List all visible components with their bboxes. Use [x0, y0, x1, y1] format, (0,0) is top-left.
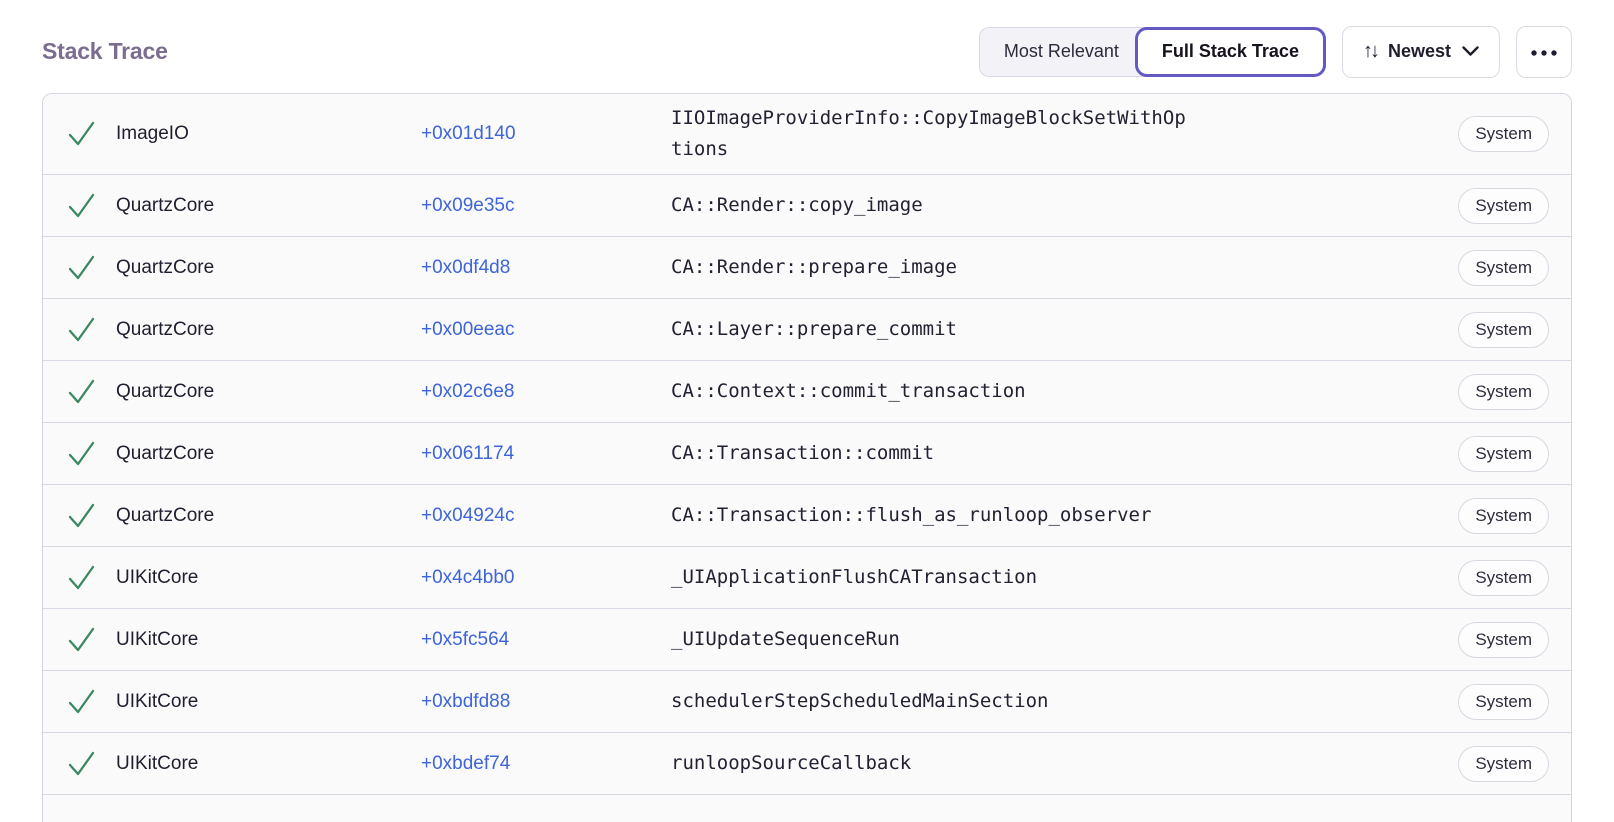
stack-trace-header: Stack Trace Most Relevant Full Stack Tra… [0, 0, 1614, 93]
frame-function: _UIApplicationFlushCATransaction [671, 566, 1038, 588]
frame-module: UIKitCore [116, 752, 199, 774]
check-icon [67, 254, 101, 282]
full-stack-trace-tab[interactable]: Full Stack Trace [1134, 26, 1326, 77]
frame-offset-link[interactable]: +0x01d140 [421, 123, 516, 144]
check-icon [67, 688, 101, 716]
check-icon [67, 626, 101, 654]
system-badge: System [1458, 116, 1549, 152]
chevron-down-icon [1462, 46, 1479, 57]
frame-module: QuartzCore [116, 442, 215, 464]
page-title: Stack Trace [42, 38, 168, 64]
frame-function: CA::Render::copy_image [671, 194, 923, 216]
check-icon [67, 316, 101, 344]
system-badge: System [1458, 187, 1549, 224]
view-toggle: Most Relevant Full Stack Trace [978, 26, 1326, 77]
sort-button-label: Newest [1387, 41, 1451, 61]
check-icon [67, 502, 101, 530]
frame-function: CA::Transaction::commit [671, 442, 935, 464]
sort-arrows-icon: ↑↓ [1362, 40, 1380, 62]
frame-offset-link[interactable]: +0x5fc564 [421, 628, 510, 650]
frame-module: ImageIO [116, 123, 189, 144]
check-icon [67, 564, 101, 592]
sort-newest-button[interactable]: ↑↓ Newest [1341, 25, 1500, 78]
frame-module: UIKitCore [116, 566, 199, 588]
stack-frame-row[interactable]: QuartzCore +0x0df4d8 CA::Render::prepare… [43, 237, 1571, 299]
stack-frame-row[interactable]: QuartzCore +0x061174 CA::Transaction::co… [43, 423, 1571, 485]
system-badge: System [1458, 683, 1549, 720]
stack-frame-row[interactable]: QuartzCore +0x02c6e8 CA::Context::commit… [43, 361, 1571, 423]
most-relevant-tab[interactable]: Most Relevant [978, 26, 1145, 77]
system-badge: System [1458, 621, 1549, 658]
frame-module: QuartzCore [116, 256, 215, 278]
frame-offset-link[interactable]: +0x4c4bb0 [421, 566, 515, 588]
frame-module: QuartzCore [116, 504, 215, 526]
frame-offset-link[interactable]: +0xbdef74 [421, 752, 511, 774]
check-icon [67, 192, 101, 220]
header-controls: Most Relevant Full Stack Trace ↑↓ Newest [978, 25, 1572, 78]
frame-module: UIKitCore [116, 628, 199, 650]
stack-frame-row[interactable]: QuartzCore +0x04924c CA::Transaction::fl… [43, 485, 1571, 547]
frame-function: _UIUpdateSequenceRun [671, 628, 900, 650]
stack-frame-row[interactable]: UIKitCore +0xbdef74 runloopSourceCallbac… [43, 733, 1571, 795]
system-badge: System [1458, 249, 1549, 286]
frame-function: CA::Transaction::flush_as_runloop_observ… [671, 504, 1152, 526]
frame-module: QuartzCore [116, 194, 215, 216]
stack-frame-row[interactable]: UIKitCore +0x4c4bb0 _UIApplicationFlushC… [43, 547, 1571, 609]
stack-frame-row[interactable]: UIKitCore +0x5fc564 _UIUpdateSequenceRun… [43, 609, 1571, 671]
frame-offset-link[interactable]: +0x02c6e8 [421, 380, 515, 402]
frame-offset-link[interactable]: +0x09e35c [421, 194, 515, 216]
check-icon [67, 440, 101, 468]
stack-frame-row[interactable]: QuartzCore +0x00eeac CA::Layer::prepare_… [43, 299, 1571, 361]
check-icon [67, 378, 101, 406]
frame-module: QuartzCore [116, 380, 215, 402]
frame-function: CA::Layer::prepare_commit [671, 318, 957, 340]
frame-offset-link[interactable]: +0x04924c [421, 504, 515, 526]
stack-frame-row[interactable]: UIKitCore +0xbdfd88 schedulerStepSchedul… [43, 671, 1571, 733]
stack-frame-row[interactable]: ImageIO +0x01d140 IIOImageProviderInfo::… [43, 94, 1571, 175]
check-icon [67, 750, 101, 778]
frame-function: CA::Context::commit_transaction [671, 380, 1026, 402]
frame-offset-link[interactable]: +0x061174 [421, 442, 515, 464]
system-badge: System [1458, 373, 1549, 410]
frame-module: UIKitCore [116, 690, 199, 712]
frame-offset-link[interactable]: +0xbdfd88 [421, 690, 511, 712]
frame-function: CA::Render::prepare_image [671, 256, 957, 278]
frame-module: QuartzCore [116, 318, 215, 340]
frame-function: schedulerStepScheduledMainSection [671, 690, 1049, 712]
more-options-button[interactable] [1516, 25, 1572, 78]
stack-frame-row[interactable]: QuartzCore +0x09e35c CA::Render::copy_im… [43, 175, 1571, 237]
check-icon [67, 120, 101, 148]
frame-function: runloopSourceCallback [671, 752, 912, 774]
system-badge: System [1458, 497, 1549, 534]
system-badge: System [1458, 745, 1549, 782]
system-badge: System [1458, 435, 1549, 472]
system-badge: System [1458, 311, 1549, 348]
ellipsis-icon [1530, 41, 1558, 62]
stack-frame-list: ImageIO +0x01d140 IIOImageProviderInfo::… [42, 93, 1572, 822]
system-badge: System [1458, 559, 1549, 596]
frame-offset-link[interactable]: +0x00eeac [421, 318, 515, 340]
frame-function: IIOImageProviderInfo::CopyImageBlockSetW… [671, 107, 1186, 160]
frame-offset-link[interactable]: +0x0df4d8 [421, 256, 511, 278]
